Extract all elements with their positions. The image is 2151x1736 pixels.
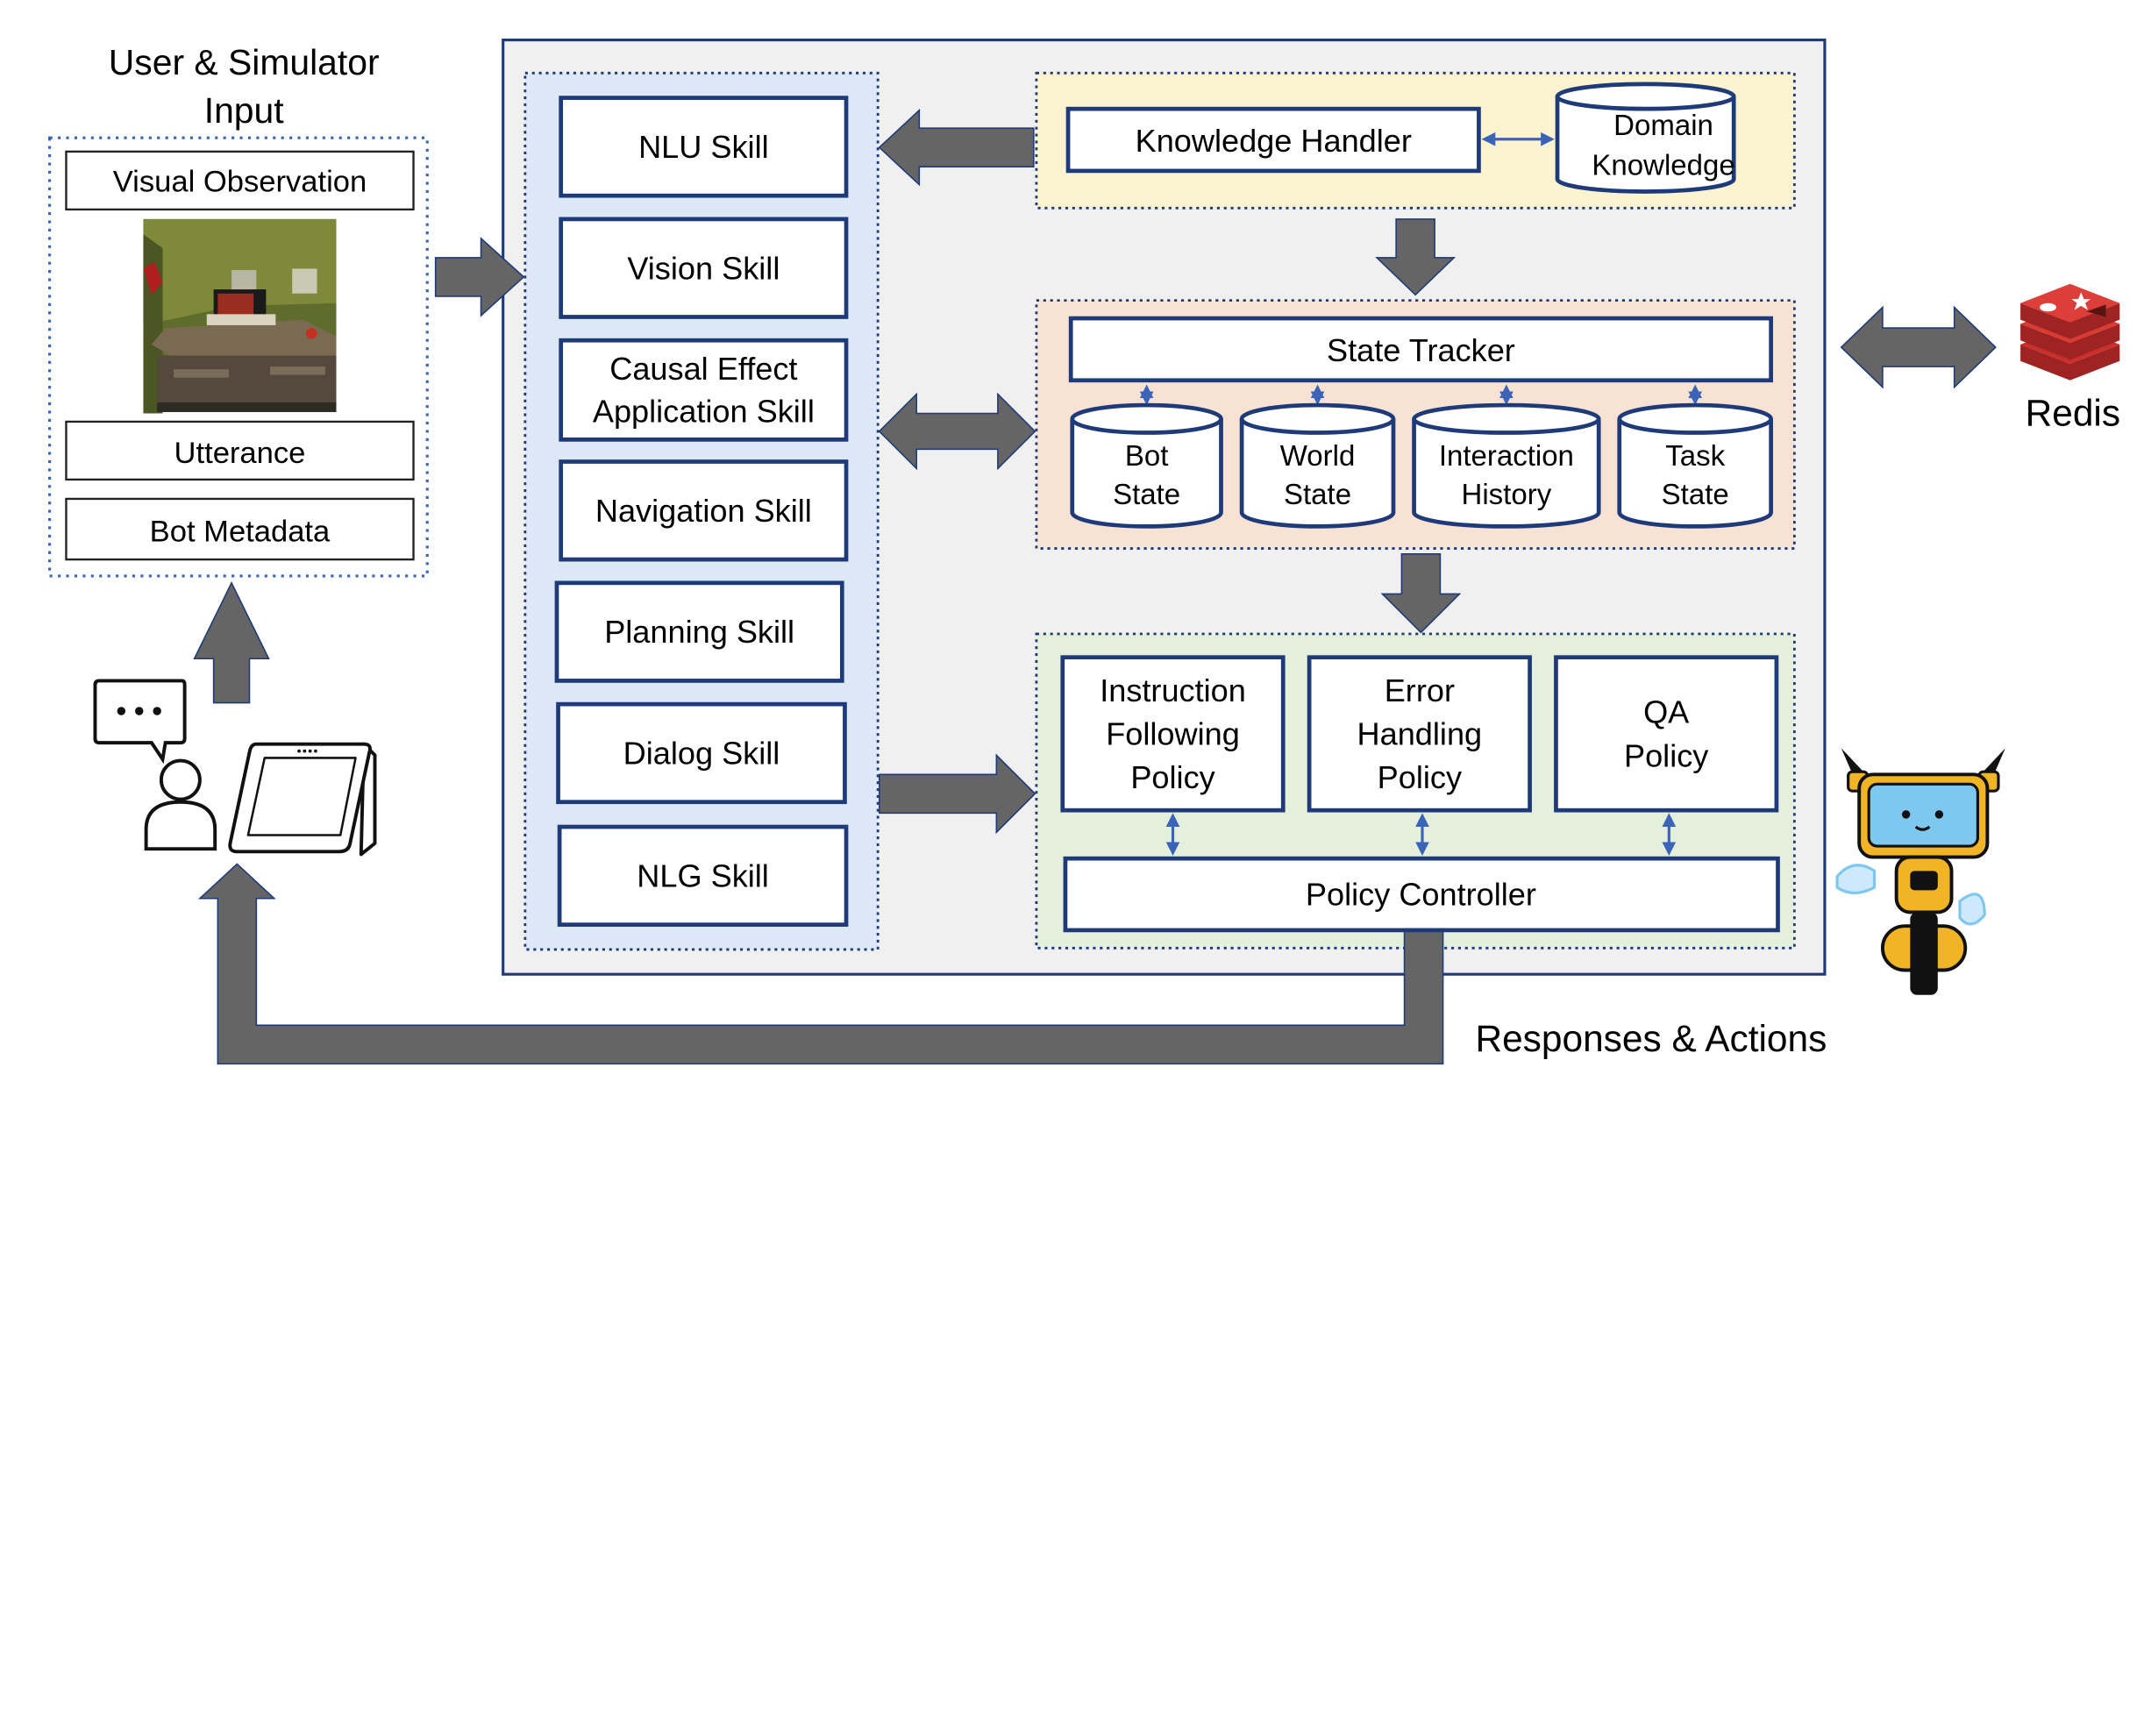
device-dots	[297, 749, 317, 753]
utterance-label: Utterance	[175, 437, 306, 470]
user-icon	[93, 679, 217, 851]
knowledge-to-skills-arrow	[878, 108, 1035, 187]
bot-metadata-box	[65, 497, 415, 561]
dialog-skill-box	[556, 701, 847, 805]
skills-state-double-arrow	[878, 392, 1036, 471]
visual-observation-label: Visual Observation	[113, 165, 367, 198]
knowledge-handler-label: Knowledge Handler	[1136, 123, 1412, 159]
task-state-store-label-line2: State	[1662, 478, 1729, 510]
policy-controller-box	[1063, 856, 1780, 933]
vision-skill-label: Vision Skill	[627, 250, 780, 286]
nlg-skill-label: NLG Skill	[637, 857, 769, 893]
causal-effect-application-skill-label-line2: Application Skill	[593, 394, 815, 430]
state-tracker-box	[1068, 316, 1773, 383]
input-panel-title: User & Simulator	[109, 42, 380, 82]
interaction-history-store-label: Interaction	[1439, 439, 1574, 472]
task-state-store-top	[1617, 402, 1773, 435]
state-to-policy-arrow	[1380, 553, 1462, 634]
world-state-store-label-line2: State	[1284, 478, 1351, 510]
speech-dots	[117, 707, 161, 715]
domain-knowledge-store	[1555, 82, 1736, 194]
bot-state-store-label-line2: State	[1113, 478, 1180, 510]
error-handling-policy-box	[1307, 655, 1532, 813]
navigation-skill-label: Navigation Skill	[595, 493, 812, 529]
utterance-box	[65, 420, 415, 481]
causal-effect-application-skill-box	[559, 338, 849, 442]
responses-return-arrow	[197, 863, 1444, 1065]
qa-policy-box	[1554, 655, 1779, 813]
task-state-store-body	[1617, 418, 1773, 529]
domain-knowledge-label-line2: Knowledge	[1592, 149, 1734, 181]
redis-logo	[2020, 283, 2120, 381]
world-state-store-top	[1239, 402, 1396, 435]
skills-to-policy-arrow	[878, 753, 1036, 835]
instruction-following-policy-box	[1060, 655, 1286, 813]
input-panel-title-line2: Input	[204, 90, 285, 131]
planning-skill-label: Planning Skill	[604, 614, 794, 650]
interaction-history-store-label-line2: History	[1462, 478, 1552, 510]
planning-skill-box	[554, 580, 844, 683]
qa-policy-label-line2: Policy	[1624, 737, 1708, 773]
bot-state-store-body	[1070, 418, 1223, 529]
nlg-skill-box	[557, 824, 849, 927]
world-state-store-label: World	[1280, 439, 1356, 472]
bot-state-store-top	[1070, 402, 1223, 435]
user-to-input-arrow	[193, 581, 270, 704]
task-state-store-label: Task	[1665, 439, 1725, 472]
knowledge-to-state-arrow	[1375, 218, 1457, 296]
navigation-skill-box	[559, 459, 849, 562]
robot-icon	[1835, 748, 2005, 995]
vision-skill-box	[559, 217, 849, 319]
bot-metadata-label: Bot Metadata	[150, 516, 331, 549]
instruction-following-policy-label-line2: Following	[1106, 716, 1240, 752]
error-handling-policy-label-line3: Policy	[1378, 759, 1462, 795]
policy-controller-label: Policy Controller	[1306, 877, 1536, 913]
bot-state-store-label: Bot	[1125, 439, 1169, 472]
nlu-skill-box	[559, 96, 849, 198]
error-handling-policy-label-line2: Handling	[1357, 716, 1483, 752]
error-handling-policy-label: Error	[1385, 672, 1455, 708]
interaction-history-store-top	[1412, 402, 1601, 435]
state-tracker-label: State Tracker	[1327, 332, 1515, 368]
nlu-skill-label: NLU Skill	[638, 129, 769, 165]
architecture-diagram: User & Simulator Input Visual Observatio…	[48, 39, 2120, 1065]
causal-effect-application-skill-label: Causal Effect	[609, 351, 797, 387]
qa-policy-label: QA	[1643, 694, 1690, 730]
redis-label: Redis	[2026, 393, 2120, 434]
responses-actions-label: Responses & Actions	[1475, 1018, 1827, 1059]
instruction-following-policy-label: Instruction	[1100, 672, 1246, 708]
instruction-following-policy-label-line3: Policy	[1130, 759, 1214, 795]
system-redis-double-arrow	[1840, 305, 1997, 389]
domain-knowledge-label: Domain	[1613, 109, 1713, 141]
visual-observation-box	[65, 150, 415, 211]
dialog-skill-label: Dialog Skill	[623, 736, 780, 772]
device-icon	[228, 742, 377, 857]
knowledge-handler-box	[1065, 106, 1481, 174]
world-state-store-body	[1239, 418, 1396, 529]
input-to-skills-arrow	[434, 237, 525, 317]
observation-image	[143, 218, 337, 414]
interaction-history-store-body	[1412, 418, 1601, 529]
